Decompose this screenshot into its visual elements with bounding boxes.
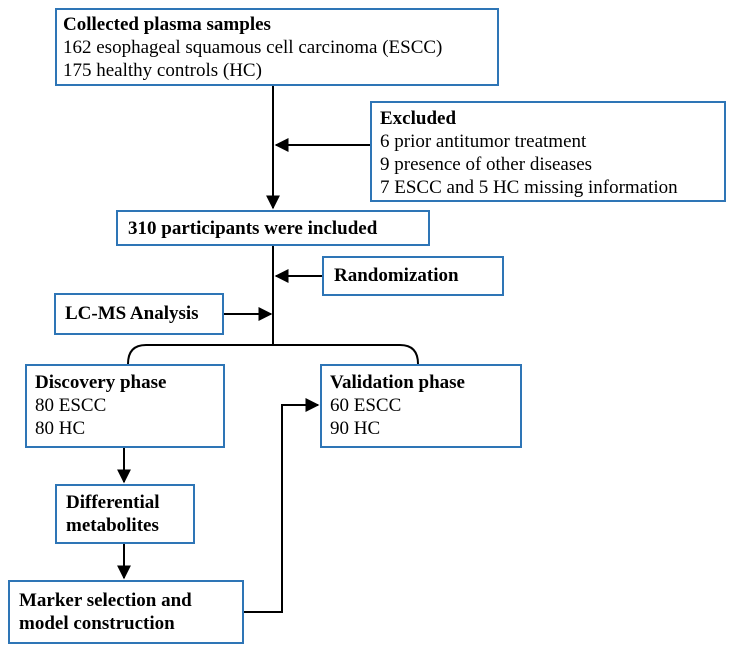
- excluded-box: Excluded 6 prior antitumor treatment 9 p…: [370, 101, 726, 202]
- marker-title-line2: model construction: [19, 613, 175, 634]
- validation-title: Validation phase: [330, 372, 465, 393]
- lcms-box: LC-MS Analysis: [54, 293, 224, 335]
- validation-line-hc: 90 HC: [330, 418, 381, 439]
- excluded-title: Excluded: [380, 108, 457, 129]
- discovery-line-hc: 80 HC: [35, 418, 86, 439]
- collected-samples-box: Collected plasma samples 162 esophageal …: [55, 8, 499, 86]
- differential-title-line1: Differential: [66, 492, 160, 513]
- collected-line-escc: 162 esophageal squamous cell carcinoma (…: [63, 37, 443, 58]
- split-bracket: [127, 344, 419, 365]
- differential-title-line2: metabolites: [66, 515, 159, 536]
- collected-title: Collected plasma samples: [63, 14, 271, 35]
- excluded-line-treatment: 6 prior antitumor treatment: [380, 131, 587, 152]
- randomization-box: Randomization: [322, 256, 504, 296]
- validation-line-escc: 60 ESCC: [330, 395, 402, 416]
- discovery-line-escc: 80 ESCC: [35, 395, 107, 416]
- randomization-title: Randomization: [334, 265, 459, 286]
- collected-line-hc: 175 healthy controls (HC): [63, 60, 262, 81]
- differential-metabolites-box: Differential metabolites: [55, 484, 195, 544]
- included-box: 310 participants were included: [116, 210, 430, 246]
- lcms-title: LC-MS Analysis: [65, 303, 199, 324]
- discovery-title: Discovery phase: [35, 372, 167, 393]
- marker-selection-box: Marker selection and model construction: [8, 580, 244, 644]
- validation-phase-box: Validation phase 60 ESCC 90 HC: [320, 364, 522, 448]
- excluded-line-diseases: 9 presence of other diseases: [380, 154, 593, 175]
- excluded-line-missing: 7 ESCC and 5 HC missing information: [380, 177, 678, 198]
- marker-title-line1: Marker selection and: [19, 590, 192, 611]
- included-title: 310 participants were included: [128, 218, 378, 239]
- discovery-phase-box: Discovery phase 80 ESCC 80 HC: [25, 364, 225, 448]
- arrow-marker-to-validation: [244, 398, 320, 613]
